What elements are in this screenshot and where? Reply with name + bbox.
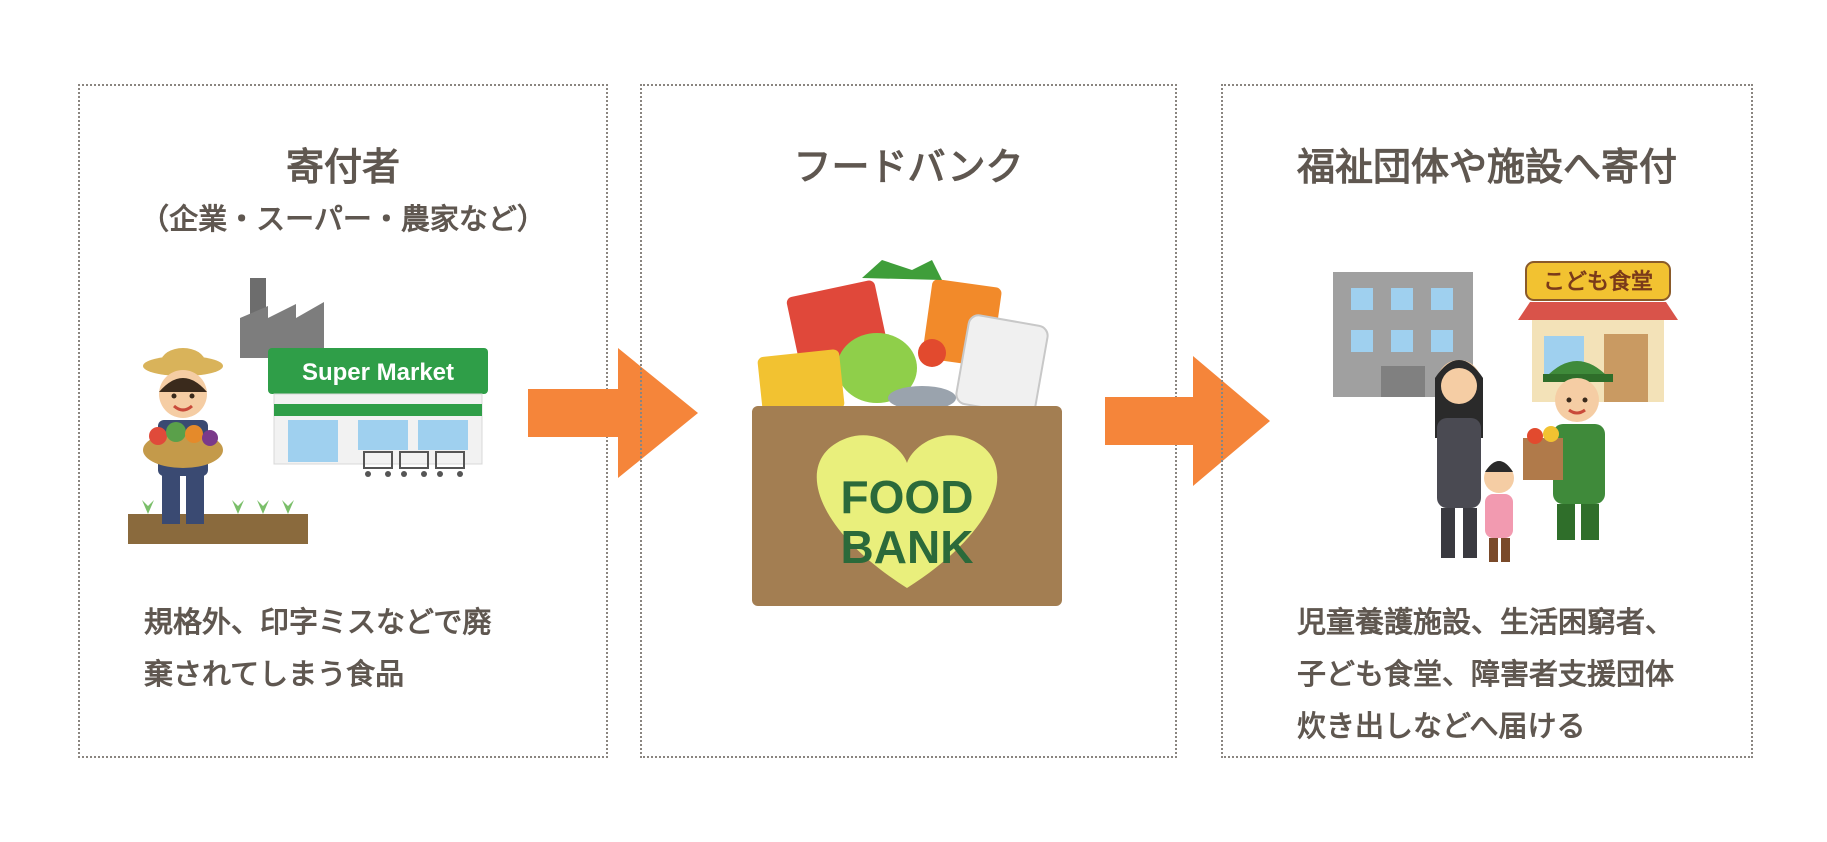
arrow-right-icon <box>1105 356 1270 486</box>
factory-icon <box>240 278 324 358</box>
donors-title: 寄付者 <box>285 145 400 189</box>
recipients-description: 児童養護施設、生活困窮者、 子ども食堂、障害者支援団体 炊き出しなどへ届ける <box>1297 605 1675 743</box>
food-box-icon: FOOD BANK <box>752 260 1062 606</box>
donors-subtitle: （企業・スーパー・農家など） <box>140 202 546 236</box>
box-label-food: FOOD <box>841 471 974 523</box>
supermarket-icon: Super Market <box>268 348 488 477</box>
recipients-panel: 福祉団体や施設へ寄付 こども食堂 <box>1221 84 1753 758</box>
farmer-icon <box>128 348 308 544</box>
donors-description: 規格外、印字ミスなどで廃 棄されてしまう食品 <box>144 605 492 691</box>
recipients-title: 福祉団体や施設へ寄付 <box>1296 145 1677 189</box>
delivery-person-icon <box>1523 361 1613 540</box>
arrow-right-icon <box>528 348 698 478</box>
family-icon <box>1435 360 1514 562</box>
donors-panel: 寄付者 （企業・スーパー・農家など） Super Market <box>78 84 608 758</box>
store-sign-text: Super Market <box>302 359 454 386</box>
foodbank-panel: フードバンク FOOD BANK <box>640 84 1177 758</box>
shop-sign-text: こども食堂 <box>1543 269 1653 295</box>
box-label-bank: BANK <box>841 521 974 573</box>
foodbank-title: フードバンク <box>793 145 1024 189</box>
